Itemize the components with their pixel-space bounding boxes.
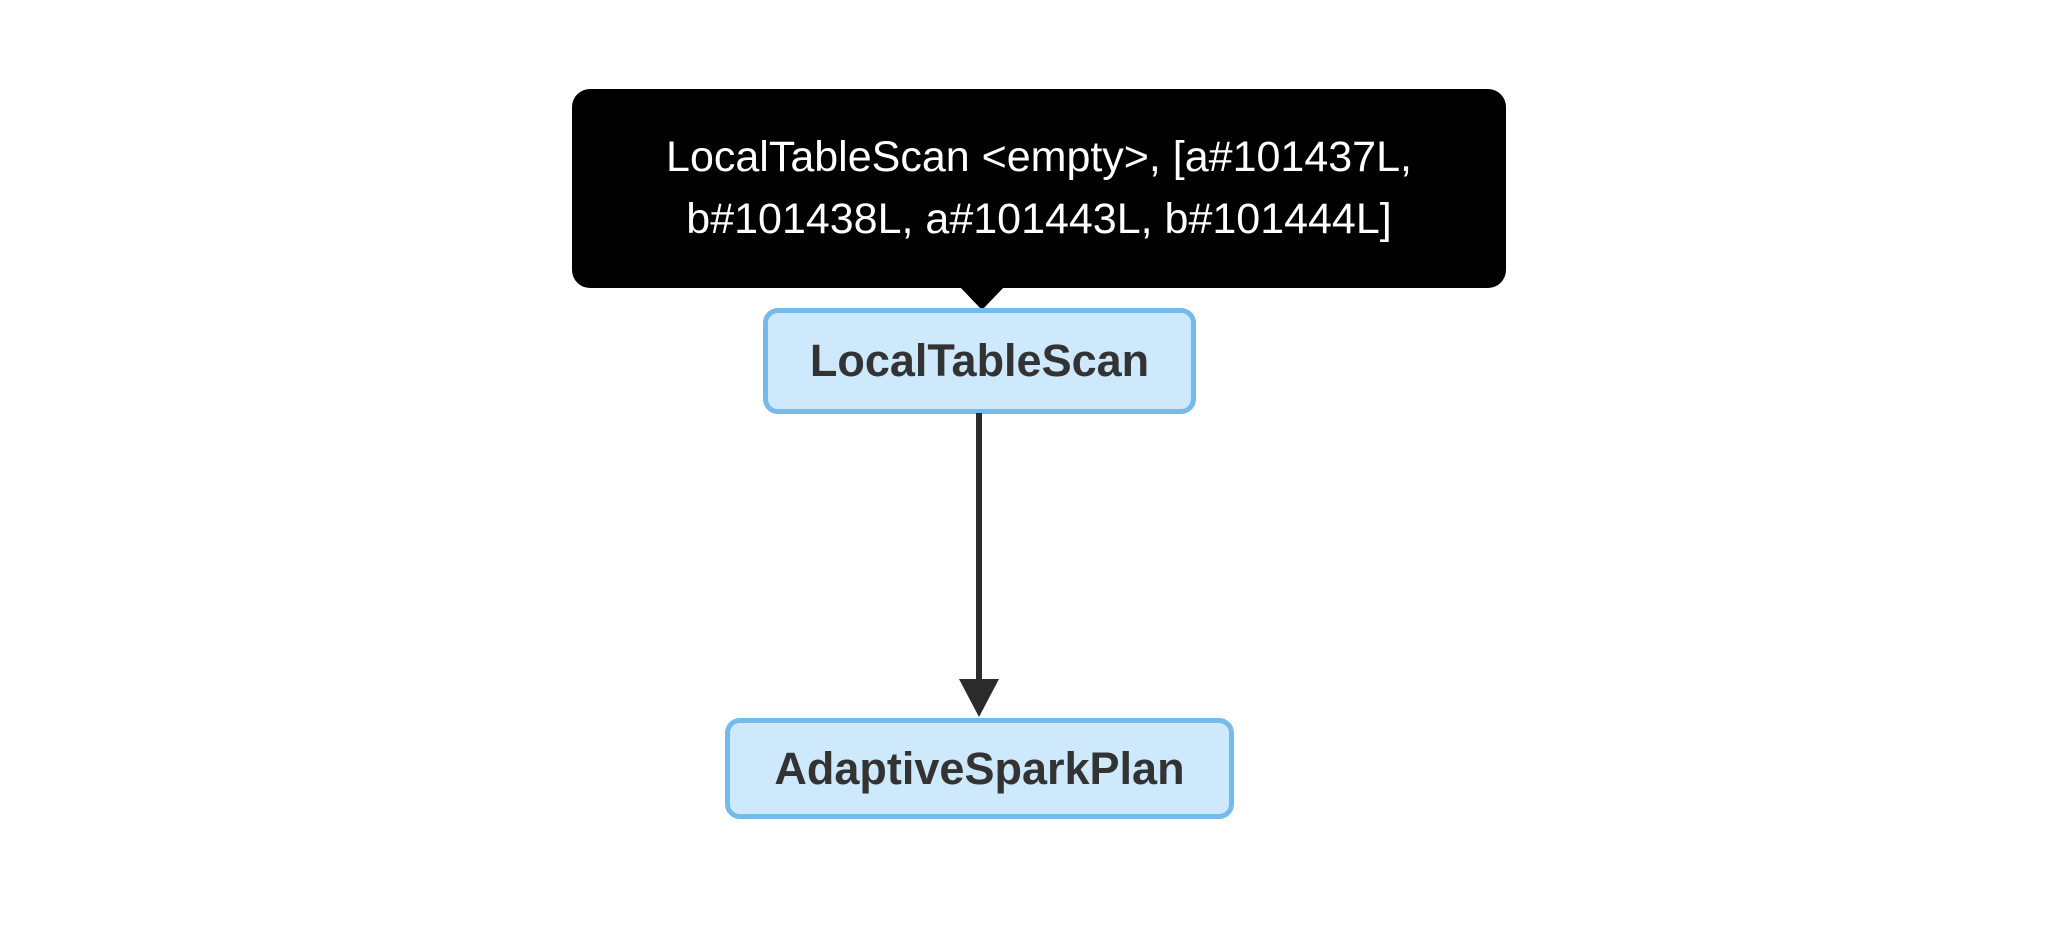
tooltip-caret-icon — [959, 286, 1005, 310]
plan-node-label: LocalTableScan — [809, 335, 1150, 386]
edge-line — [976, 413, 982, 680]
plan-node-label: AdaptiveSparkPlan — [774, 742, 1185, 794]
plan-node-localtablescan[interactable]: LocalTableScan — [763, 308, 1196, 414]
edge-arrowhead-icon — [959, 679, 999, 717]
node-tooltip-text: LocalTableScan <empty>, [a#101437L, b#10… — [666, 133, 1412, 243]
plan-node-adaptivesparkplan[interactable]: AdaptiveSparkPlan — [725, 718, 1234, 819]
node-tooltip: LocalTableScan <empty>, [a#101437L, b#10… — [572, 89, 1506, 288]
